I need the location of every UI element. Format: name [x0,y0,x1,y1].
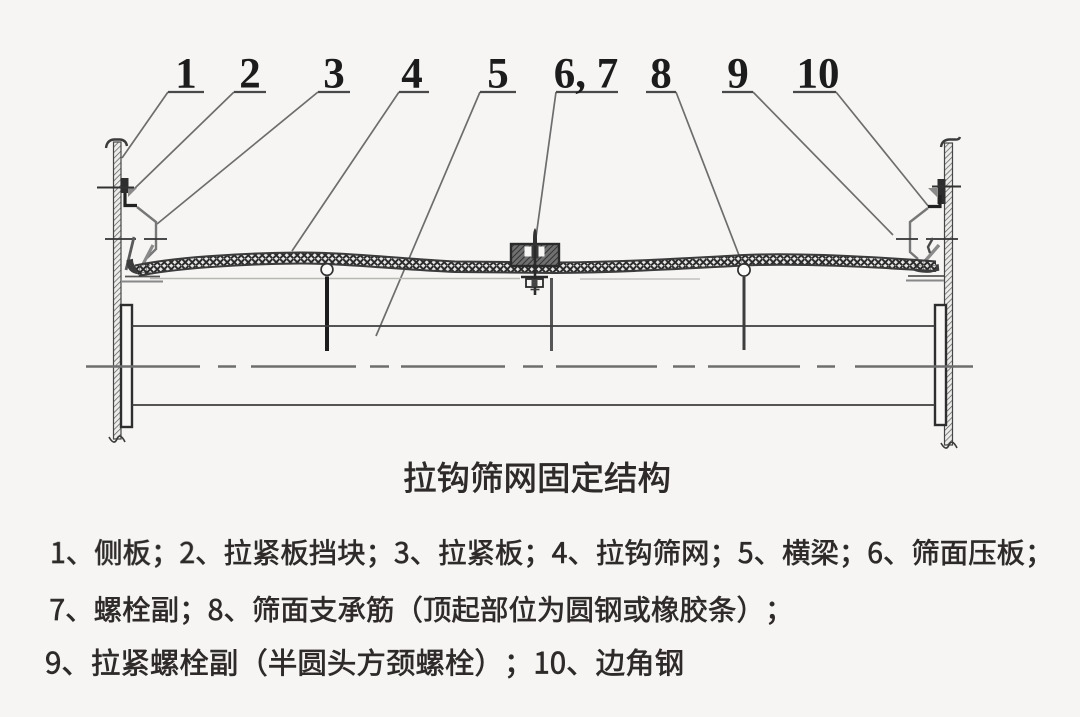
svg-text:1: 1 [175,51,197,98]
svg-text:6, 7: 6, 7 [554,51,619,98]
svg-text:10: 10 [797,51,840,98]
svg-text:3: 3 [323,51,345,98]
svg-text:9: 9 [727,51,749,98]
svg-text:2: 2 [239,51,261,98]
svg-text:5: 5 [487,51,509,98]
svg-text:8: 8 [650,51,672,98]
svg-text:4: 4 [401,51,423,98]
